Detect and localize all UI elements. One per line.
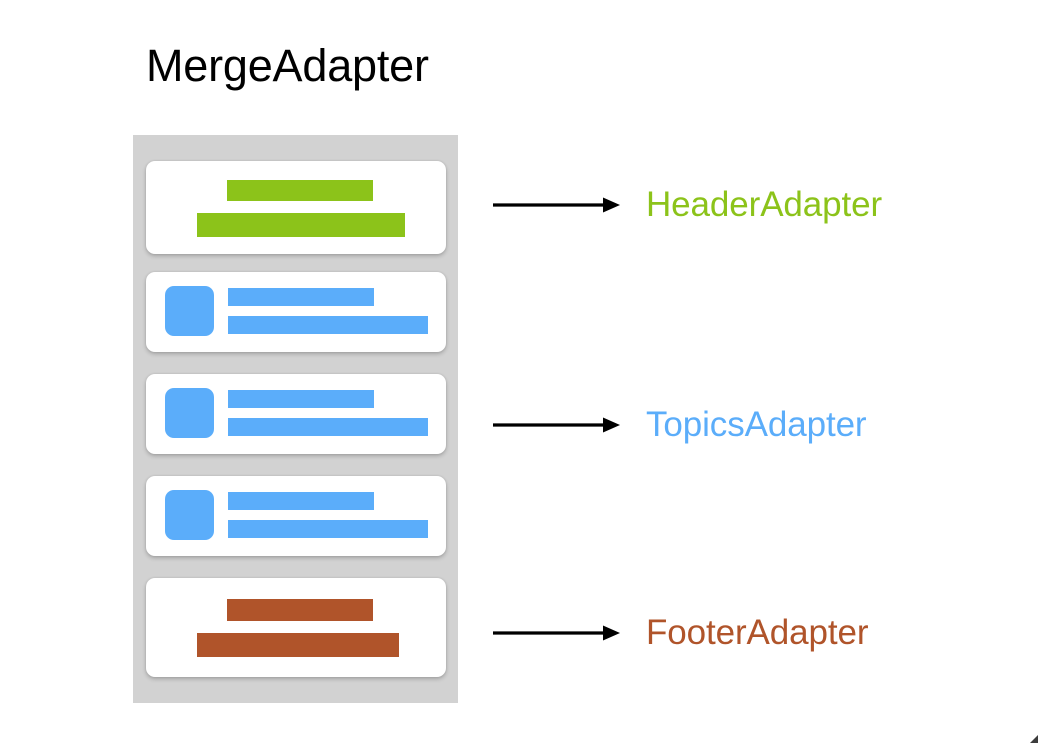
arrow-right-icon: [493, 197, 620, 213]
arrow-right-icon: [493, 625, 620, 641]
topic-bar-secondary: [228, 316, 428, 334]
callout-label-footer-adapter: FooterAdapter: [646, 613, 869, 652]
page-title: MergeAdapter: [146, 40, 429, 91]
arrow-right-icon: [493, 417, 620, 433]
topic-bar-primary: [228, 390, 374, 408]
callout-footer-adapter: FooterAdapter: [493, 611, 869, 655]
callout-header-adapter: HeaderAdapter: [493, 183, 882, 227]
topic-bar-secondary: [228, 520, 428, 538]
callout-topics-adapter: TopicsAdapter: [493, 403, 867, 447]
topic-avatar: [165, 388, 214, 438]
footer-bar-primary: [227, 599, 373, 621]
topic-card: [146, 476, 446, 556]
topic-avatar: [165, 490, 214, 540]
callout-label-topics-adapter: TopicsAdapter: [646, 405, 867, 444]
canvas-resize-handle[interactable]: [1030, 735, 1038, 743]
topic-avatar: [165, 286, 214, 336]
footer-card: [146, 578, 446, 677]
topic-card: [146, 374, 446, 454]
header-bar-primary: [227, 180, 373, 201]
callout-label-header-adapter: HeaderAdapter: [646, 185, 883, 224]
merge-adapter-container: [133, 135, 458, 703]
topic-card: [146, 272, 446, 352]
header-card: [146, 161, 446, 254]
topic-bar-primary: [228, 492, 374, 510]
topic-bar-primary: [228, 288, 374, 306]
footer-bar-secondary: [197, 633, 399, 657]
topic-bar-secondary: [228, 418, 428, 436]
header-bar-secondary: [197, 213, 405, 237]
